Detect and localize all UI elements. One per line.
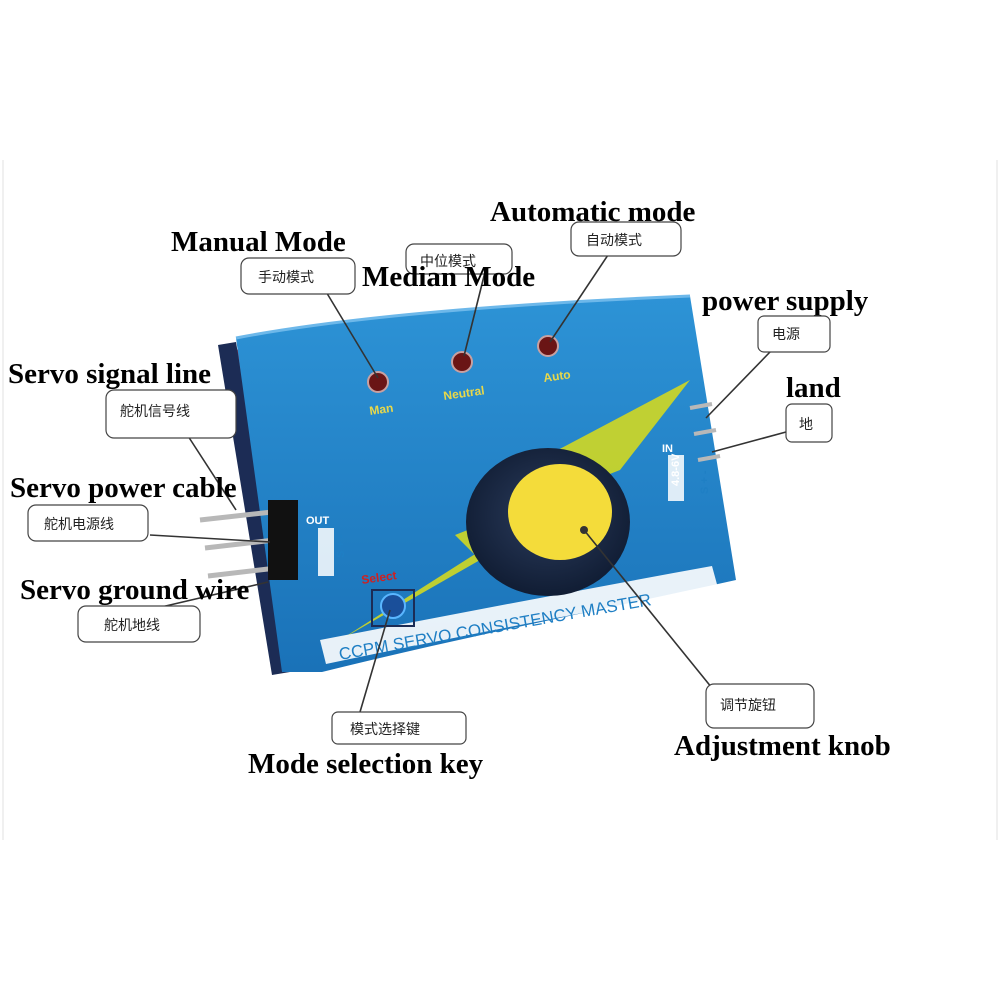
out-label: OUT — [306, 515, 330, 527]
callout-manual-mode-box — [240, 257, 356, 295]
callout-power-supply-cn: 电源 — [772, 327, 800, 343]
leader-servo-signal — [187, 435, 237, 511]
leader-power-supply — [705, 351, 771, 419]
leader-manual-mode — [324, 289, 379, 379]
callout-servo-power-cable: Servo power cable 舵机电源线 — [10, 472, 237, 542]
in-pins — [689, 402, 721, 462]
callout-servo-ground-wire-en: Servo ground wire — [20, 574, 249, 606]
callout-servo-power-cable-box — [27, 504, 149, 542]
callout-land: land 地 — [785, 372, 841, 443]
callout-adjustment-knob-cn: 调节旋钮 — [720, 698, 776, 714]
callout-adjustment-knob-en: Adjustment knob — [674, 730, 891, 762]
led-auto — [537, 335, 559, 357]
callout-servo-signal-line-cn: 舵机信号线 — [120, 404, 190, 420]
callout-servo-signal-line-box — [105, 389, 237, 439]
in-pin-label-bg — [668, 455, 684, 501]
callout-land-cn: 地 — [799, 417, 813, 433]
led-man-label: Man — [368, 401, 394, 418]
in-pin-signal — [697, 454, 721, 462]
in-label: IN — [662, 443, 673, 455]
callout-servo-signal-line: Servo signal line 舵机信号线 — [8, 358, 237, 439]
out-pin-label-bg — [318, 528, 334, 576]
callout-servo-ground-wire-cn: 舵机地线 — [104, 618, 160, 634]
leader-median-mode — [463, 267, 487, 357]
in-pins-label: S + - — [699, 470, 711, 494]
callout-adjustment-knob-box — [705, 683, 815, 729]
callout-automatic-mode: Automatic mode 自动模式 — [490, 196, 696, 257]
leader-servo-power — [149, 534, 271, 543]
led-auto-label: Auto — [542, 367, 571, 385]
callout-manual-mode-cn: 手动模式 — [258, 270, 314, 286]
callout-mode-selection-key-en: Mode selection key — [248, 748, 484, 780]
callout-servo-signal-line-en: Servo signal line — [8, 358, 211, 390]
in-pin-ground — [693, 428, 717, 436]
device-top-edge — [235, 294, 691, 340]
label-band — [320, 566, 718, 664]
knob-cap — [508, 464, 612, 560]
callout-servo-power-cable-en: Servo power cable — [10, 472, 237, 504]
callout-servo-power-cable-cn: 舵机电源线 — [44, 517, 114, 533]
callout-adjustment-knob: 调节旋钮 Adjustment knob — [674, 683, 891, 762]
callout-manual-mode: Manual Mode 手动模式 — [171, 226, 356, 295]
callout-servo-ground-wire-box — [77, 605, 201, 643]
voltage-label: 4.8-6V — [670, 453, 682, 486]
leader-lines — [139, 251, 787, 713]
callout-mode-selection-key-box — [331, 711, 467, 745]
callout-median-mode-box — [405, 243, 513, 275]
callout-power-supply: power supply 电源 — [702, 285, 869, 353]
callout-median-mode: 中位模式 Median Mode — [362, 243, 535, 293]
callout-manual-mode-en: Manual Mode — [171, 226, 346, 258]
callout-mode-selection-key-cn: 模式选择键 — [350, 722, 420, 738]
adjustment-knob[interactable] — [466, 448, 630, 596]
select-key-frame — [371, 589, 415, 627]
callout-automatic-mode-cn: 自动模式 — [586, 233, 642, 249]
servo-tester-device: CCPM SERVO CONSISTENCY MASTER Man Neutra… — [199, 294, 736, 675]
led-man — [367, 371, 389, 393]
callout-power-supply-box — [757, 315, 831, 353]
lightning-graphic — [340, 380, 690, 640]
leader-mode-selection — [359, 609, 391, 713]
callout-mode-selection-key: 模式选择键 Mode selection key — [248, 711, 484, 780]
callout-automatic-mode-box — [570, 221, 682, 257]
callout-servo-ground-wire: Servo ground wire 舵机地线 — [20, 574, 249, 643]
leader-automatic-mode — [549, 251, 611, 343]
select-key-button[interactable] — [380, 593, 406, 619]
callout-land-en: land — [786, 372, 841, 404]
select-label: Select — [360, 568, 397, 587]
callout-land-box — [785, 403, 833, 443]
callout-power-supply-en: power supply — [702, 285, 869, 317]
callout-median-mode-en: Median Mode — [362, 261, 535, 293]
led-neutral-label: Neutral — [442, 383, 485, 403]
in-pin-power — [689, 402, 713, 410]
out-pins — [199, 500, 298, 580]
callout-median-mode-cn: 中位模式 — [420, 254, 476, 270]
leader-land — [711, 431, 787, 453]
out-pin-header — [268, 500, 298, 580]
leader-adjustment-knob — [583, 529, 713, 689]
led-neutral — [451, 351, 473, 373]
out-pins-label: S + - — [335, 534, 347, 558]
